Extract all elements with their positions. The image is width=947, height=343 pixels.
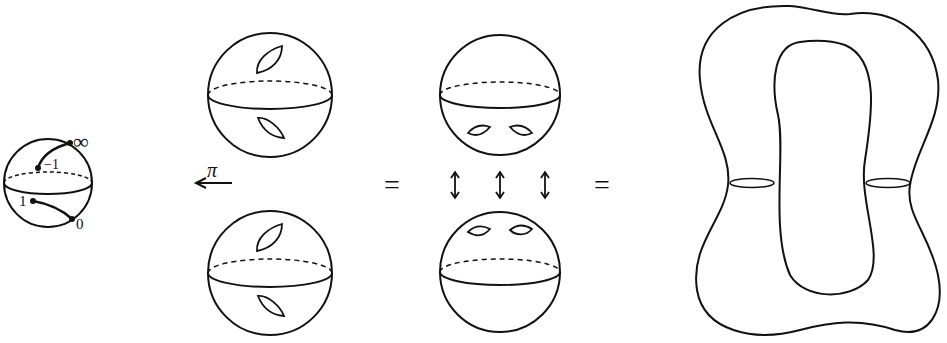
- glued-spheres: [440, 35, 560, 332]
- torus-surface: [696, 6, 940, 335]
- point-label: 1: [19, 194, 27, 209]
- equals-sign: =: [594, 171, 610, 199]
- point-label: −1: [44, 158, 59, 172]
- map-label: π: [207, 160, 217, 180]
- slit-spheres: [208, 33, 332, 335]
- point-label: 0: [76, 217, 84, 232]
- point-label: ∞: [73, 131, 89, 153]
- equals-sign: =: [384, 171, 400, 199]
